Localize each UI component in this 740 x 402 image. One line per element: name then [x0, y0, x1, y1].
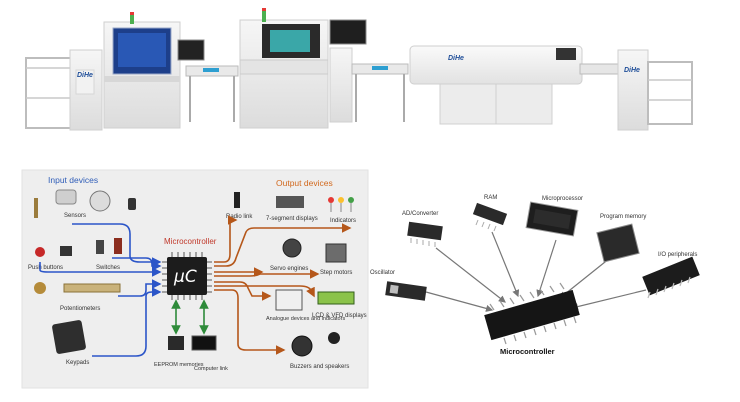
part-label-microprocessor: Microprocessor [542, 196, 583, 202]
arrow-keypads [92, 287, 162, 357]
arrow-radio [214, 215, 238, 263]
radio-antenna-icon [234, 192, 240, 208]
side-cabinet [329, 47, 353, 123]
servo-engine-icon [282, 238, 302, 258]
microcontroller-chip: µC [162, 252, 212, 300]
arrow-oscillator [425, 291, 494, 312]
conveyor-2 [351, 63, 409, 122]
knob-sensor-icon [128, 198, 136, 210]
part-label-ram: RAM [484, 195, 497, 201]
arrow-sensors [72, 223, 162, 267]
output-label-indicators: Indicators [330, 218, 356, 224]
seven-segment-icon [276, 196, 304, 208]
arrow-indicators [214, 223, 352, 267]
ad-converter-chip [407, 221, 443, 247]
brand-mark-2: DiHe [448, 55, 464, 62]
smt-production-line: DiHe [25, 8, 693, 131]
toggle-switch-icon [114, 238, 122, 254]
analogue-meter-icon [275, 289, 303, 311]
input-label-keypads: Keypads [66, 360, 89, 366]
input-label-sensors: Sensors [64, 213, 86, 219]
output-label-radio-link: Radio link [226, 214, 253, 220]
input-devices-title: Input devices [48, 175, 98, 185]
unloader: DiHe [579, 49, 693, 131]
solder-paste-printer [103, 12, 181, 129]
buzzer-icon [328, 332, 340, 344]
arrow-analogue [214, 281, 272, 301]
arrow-potentiometers [118, 279, 162, 297]
monitor-2 [329, 19, 367, 45]
laptop-icon [191, 335, 217, 351]
brand-mark-1: DiHe [77, 72, 93, 79]
sensor-disc-icon [89, 190, 111, 212]
input-arrows [39, 223, 162, 357]
push-button-icon [35, 247, 45, 257]
microprocessor-chip [525, 201, 579, 237]
part-label-oscillator: Oscillator [370, 270, 395, 276]
arrow-lcd [214, 285, 315, 298]
microcontroller-title: Microcontroller [164, 237, 217, 246]
potentiometer-knob-icon [34, 282, 46, 294]
reflow-oven: DiHe [409, 45, 583, 125]
arrow-push-buttons [39, 262, 162, 277]
ram-chip [472, 202, 508, 232]
output-label-servo: Servo engines [270, 266, 308, 272]
slide-potentiometer-icon [63, 283, 121, 293]
central-microcontroller-label: Microcontroller [500, 347, 555, 356]
arrow-microprocessor [536, 239, 557, 298]
step-motor-icon [325, 243, 347, 263]
central-microcontroller-chip [484, 282, 580, 345]
arrow-io-peripherals [570, 289, 647, 311]
io-peripherals-chip [642, 256, 700, 299]
bottom-arrows [171, 299, 209, 335]
program-memory-chip [596, 223, 640, 263]
eeprom-chip-icon [168, 336, 184, 350]
brand-mark-3: DiHe [624, 67, 640, 74]
push-button-2-icon [60, 246, 72, 256]
peripherals-diagram: AD/Converter RAM Microprocessor Program … [370, 195, 700, 356]
indicator-leds-icon [328, 197, 354, 212]
output-label-7-segment: 7-segment displays [266, 216, 318, 222]
input-label-switches: Switches [96, 265, 120, 271]
input-label-potentiometers: Potentiometers [60, 306, 100, 312]
arrow-step-motors [214, 269, 320, 279]
arrow-ram [491, 231, 520, 298]
loader-rack: DiHe [25, 49, 103, 131]
monitor-1 [177, 39, 205, 61]
sensor-device-icon [55, 189, 77, 205]
speaker-icon [291, 335, 313, 357]
probe-sensor-icon [34, 198, 38, 218]
input-label-push-buttons: Push buttons [28, 265, 63, 271]
bottom-label-eeprom: EEPROM memories [154, 362, 204, 368]
output-arrows [214, 215, 352, 355]
output-devices-title: Output devices [276, 178, 333, 188]
part-label-program-memory: Program memory [600, 214, 646, 220]
conveyor-1 [185, 65, 239, 122]
arrow-ad-converter [435, 247, 506, 303]
bottom-label-computer: Computer link [194, 366, 228, 372]
pick-and-place-machine [239, 8, 329, 129]
output-label-lcd: LCD & VFD displays [312, 313, 367, 319]
output-label-step-motors: Step motors [320, 270, 352, 276]
part-label-ad-converter: AD/Converter [402, 211, 438, 217]
microcontroller-symbol: µC [173, 267, 197, 287]
switch-icon [96, 240, 104, 254]
keypad-icon [52, 320, 86, 354]
oscillator-chip [385, 281, 427, 301]
part-label-io-peripherals: I/O peripherals [658, 252, 697, 258]
lcd-display-icon [317, 291, 355, 305]
output-label-buzzers: Buzzers and speakers [290, 364, 349, 370]
arrow-buzzers [214, 289, 286, 355]
arrow-switches [112, 257, 162, 271]
output-label-analogue: Analogue devices and indicators [266, 316, 345, 322]
io-block-diagram: Input devices Output devices Microcontro… [21, 169, 369, 389]
